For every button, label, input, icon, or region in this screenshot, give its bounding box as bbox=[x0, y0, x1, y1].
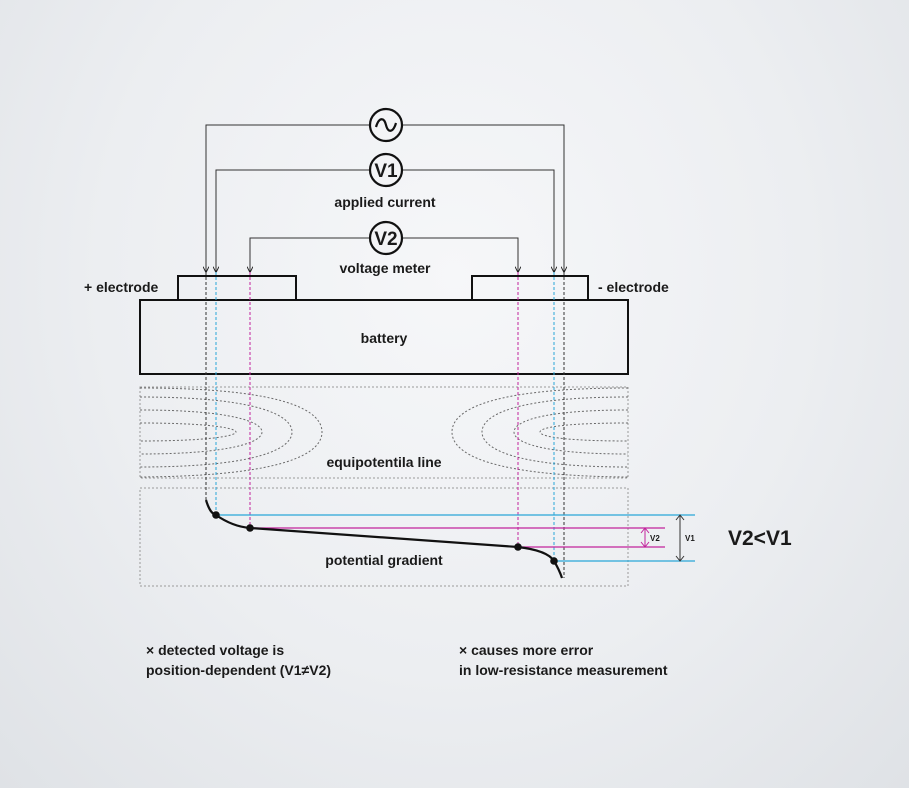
v2-circuit: V2 voltage meter bbox=[250, 220, 518, 276]
level-lines bbox=[216, 514, 695, 562]
ac-left-wire bbox=[206, 124, 370, 272]
note-right-line2: in low-resistance measurement bbox=[459, 662, 668, 678]
measurement-points bbox=[212, 511, 558, 565]
v1-bracket-label: V1 bbox=[685, 534, 695, 543]
potential-gradient-label: potential gradient bbox=[325, 552, 443, 568]
ac-source-circuit bbox=[206, 107, 564, 272]
voltmeter-v1-icon: V1 bbox=[368, 152, 404, 188]
equipotential-panel: equipotentila line bbox=[139, 386, 629, 479]
voltage-meter-label: voltage meter bbox=[339, 260, 431, 276]
v1-symbol: V1 bbox=[374, 161, 398, 182]
note-right-line1: × causes more error bbox=[459, 642, 594, 658]
point-v2-right bbox=[514, 543, 522, 551]
applied-current-label: applied current bbox=[334, 194, 435, 210]
v2-symbol: V2 bbox=[374, 229, 397, 250]
plus-electrode bbox=[177, 275, 297, 301]
note-left-line2: position-dependent (V1≠V2) bbox=[146, 662, 332, 678]
note-left: × detected voltage is position-dependent… bbox=[146, 640, 331, 680]
v2-bracket: V2 bbox=[640, 527, 660, 548]
equipotential-line-label: equipotentila line bbox=[326, 454, 441, 470]
ac-source-icon bbox=[368, 107, 404, 143]
v1-left-wire bbox=[216, 169, 370, 272]
probe-lines bbox=[205, 272, 565, 578]
v2-bracket-label: V2 bbox=[650, 534, 660, 543]
ac-right-wire bbox=[402, 124, 564, 272]
minus-electrode bbox=[471, 275, 589, 301]
voltmeter-v2-icon: V2 bbox=[368, 220, 404, 256]
v1-right-wire bbox=[402, 169, 554, 272]
point-v1-right bbox=[550, 557, 558, 565]
v1-bracket: V1 bbox=[675, 514, 695, 562]
minus-electrode-label: - electrode bbox=[598, 279, 669, 295]
battery-body bbox=[139, 299, 629, 375]
v1-circuit: V1 applied current bbox=[216, 152, 554, 272]
plus-electrode-label: + electrode bbox=[84, 279, 159, 295]
v2-left-wire bbox=[250, 237, 370, 272]
note-left-line1: × detected voltage is bbox=[146, 642, 285, 658]
battery-label: battery bbox=[361, 330, 408, 346]
potential-gradient-panel bbox=[139, 487, 629, 587]
note-right: × causes more error in low-resistance me… bbox=[459, 640, 668, 680]
point-v1-left bbox=[212, 511, 220, 519]
point-v2-left bbox=[246, 524, 254, 532]
v2-right-wire bbox=[402, 237, 518, 272]
comparison-label: V2<V1 bbox=[728, 527, 792, 550]
